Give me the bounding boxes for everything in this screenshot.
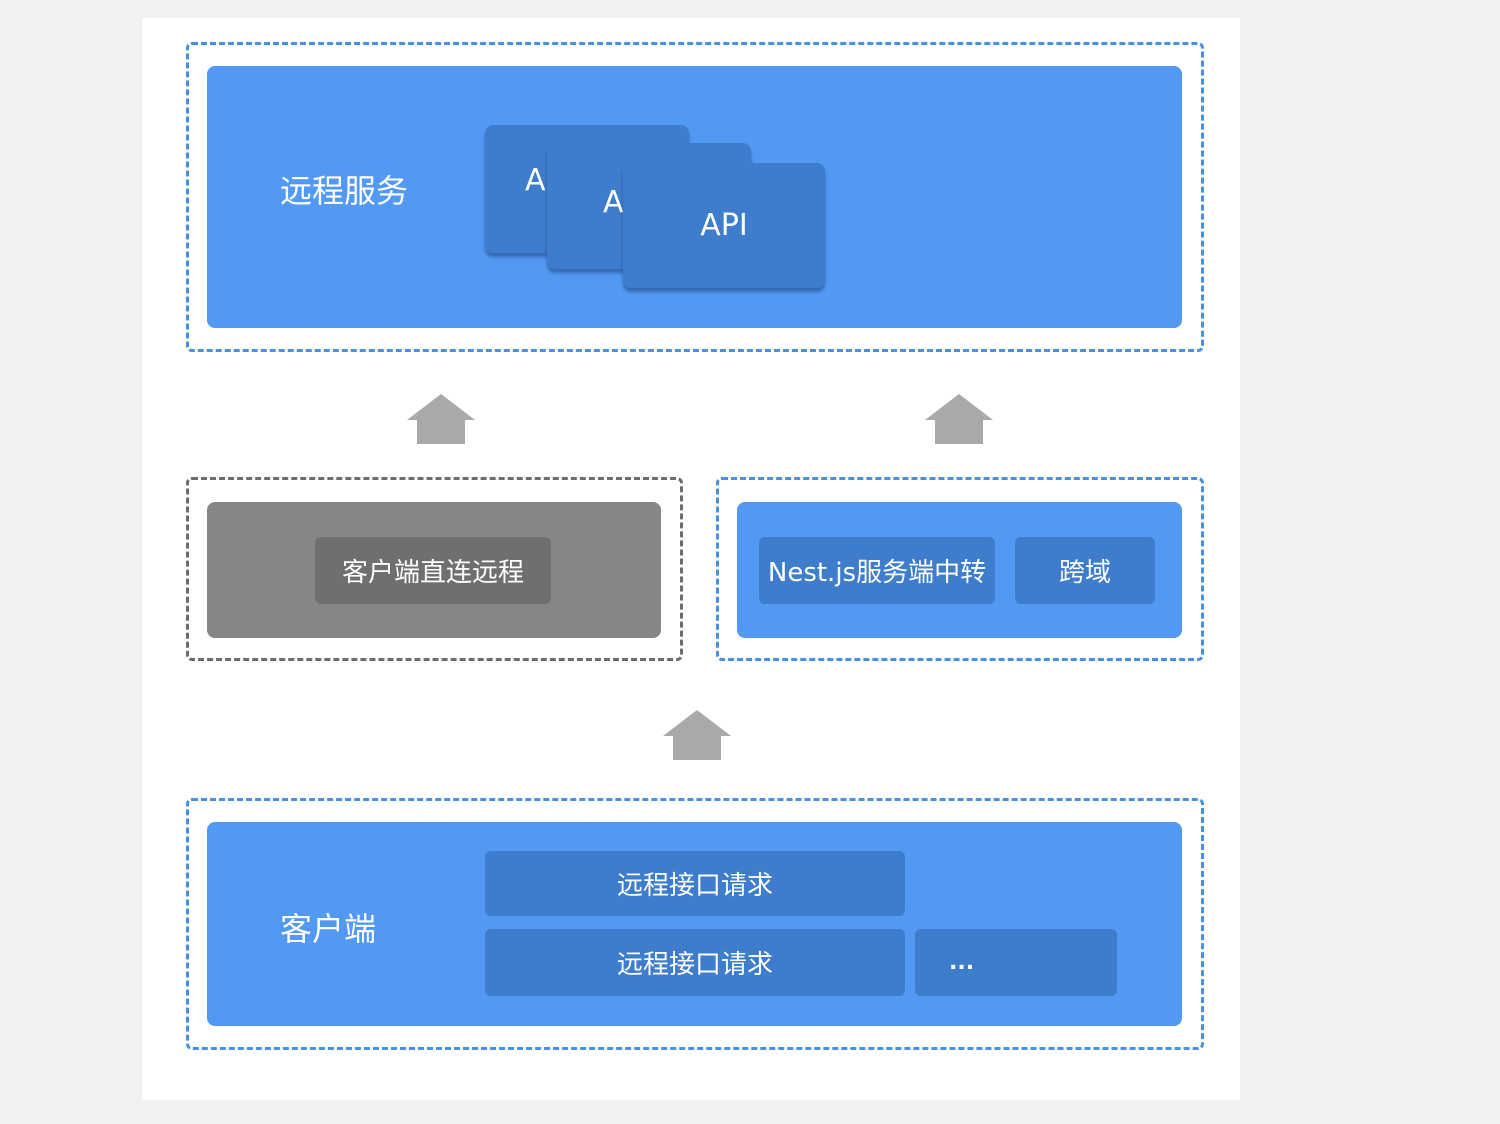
- remote-service-group: [186, 42, 1204, 352]
- remote-service-title: 远程服务: [280, 172, 409, 210]
- cors-label: 跨域: [1058, 558, 1111, 588]
- remote-request-label: 远程接口请求: [616, 950, 773, 980]
- client-group: [186, 798, 1204, 1050]
- nest-proxy-chip: Nest.js服务端中转: [759, 537, 995, 604]
- remote-request-chip: 远程接口请求: [485, 929, 905, 996]
- cors-chip: 跨域: [1015, 537, 1155, 604]
- more-label: ...: [949, 950, 975, 975]
- up-arrow-icon: [663, 710, 731, 760]
- proxy-group: [716, 477, 1204, 661]
- api-card-front: API: [623, 163, 825, 288]
- nest-proxy-label: Nest.js服务端中转: [767, 558, 987, 588]
- remote-request-chip: 远程接口请求: [485, 851, 905, 916]
- api-card-front-label: API: [700, 208, 748, 243]
- direct-connect-group: [186, 477, 683, 661]
- up-arrow-icon: [925, 394, 993, 444]
- direct-connect-chip: 客户端直连远程: [315, 537, 551, 604]
- up-arrow-icon: [407, 394, 475, 444]
- more-chip: ...: [915, 929, 1117, 996]
- remote-request-label: 远程接口请求: [616, 871, 773, 901]
- direct-connect-label: 客户端直连远程: [341, 558, 524, 588]
- api-card-back-label: A: [525, 163, 546, 198]
- api-card-middle-label: A: [603, 185, 624, 220]
- client-title: 客户端: [280, 910, 377, 948]
